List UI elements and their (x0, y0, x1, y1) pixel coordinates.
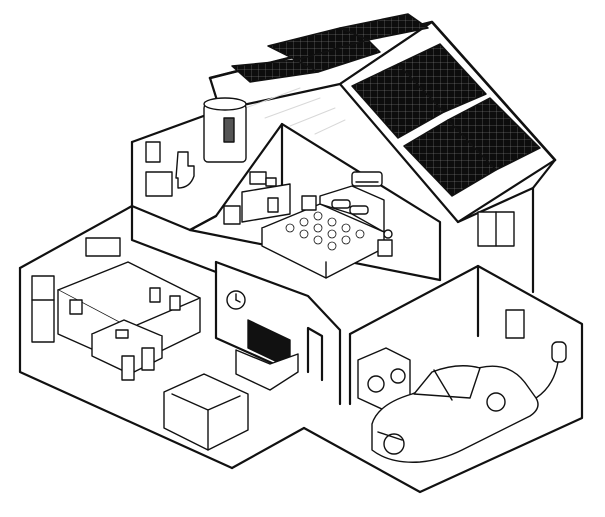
computer-monitor (249, 171, 267, 185)
electrical-panel (505, 309, 525, 339)
solar-panel-array-right (351, 43, 541, 197)
office-desk (241, 183, 291, 223)
bar-stool (121, 355, 135, 381)
air-conditioner (351, 171, 383, 187)
wall-cabinet (85, 237, 121, 257)
tv-stand (235, 349, 299, 391)
garage-walls (302, 264, 584, 494)
solar-panel (339, 13, 429, 41)
bathroom (145, 97, 247, 197)
lower-left-wall (18, 266, 234, 470)
solar-panel (295, 39, 381, 73)
roof-floor-lines (239, 87, 346, 135)
pillow (331, 199, 351, 209)
office-chair (267, 197, 279, 213)
nightstand (301, 195, 317, 211)
toilet (175, 151, 195, 189)
bedroom (223, 171, 515, 279)
living-room (163, 290, 299, 451)
bar-stool (141, 347, 155, 371)
garage (357, 309, 567, 463)
bathroom-mirror (145, 141, 161, 163)
nightstand (377, 239, 393, 257)
electric-car (371, 365, 539, 463)
ev-charger (551, 341, 567, 363)
car-wheel (486, 392, 506, 412)
house-shell (18, 108, 584, 494)
side-cabinet (223, 205, 241, 225)
solar-panel-array-left (231, 13, 429, 83)
bed-pattern (285, 211, 365, 251)
refrigerator (31, 275, 55, 343)
lower-center-wall (214, 260, 294, 374)
vanity-cabinet (145, 171, 173, 197)
laptop (115, 329, 129, 339)
upper-right-wall (280, 122, 442, 282)
solar-panel (447, 97, 541, 171)
sofa (163, 373, 249, 451)
kitchen (31, 237, 201, 381)
solar-panel (397, 43, 487, 113)
pillow (349, 205, 369, 215)
